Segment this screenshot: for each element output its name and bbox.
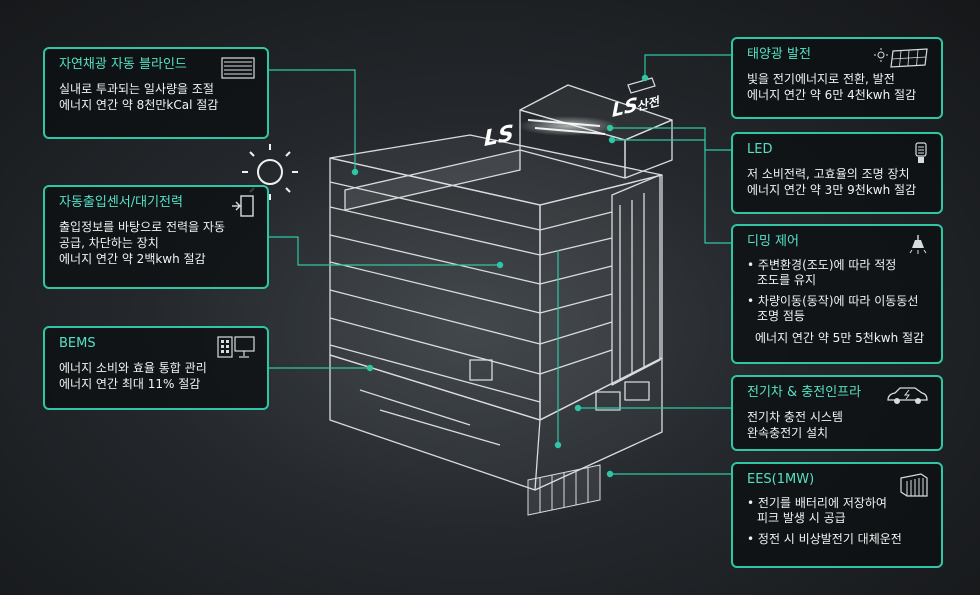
door-exit-icon <box>232 195 254 217</box>
card-title: 자연채광 자동 블라인드 <box>59 57 187 72</box>
logo-suffix: 산전 <box>637 94 660 114</box>
bullet-line: 전기를 배터리에 저장하여 <box>757 496 887 510</box>
card-line: 에너지 연간 최대 11% 절감 <box>59 377 201 391</box>
card-line: 완속충전기 설치 <box>747 426 829 440</box>
card-line: 에너지 연간 약 8천만kCal 절감 <box>59 98 219 112</box>
card-line: 실내로 투과되는 일사량을 조절 <box>59 82 214 96</box>
card-title: LED <box>747 142 773 157</box>
ceiling-lamp-icon <box>909 235 927 254</box>
card-line: 에너지 연간 약 3만 9천kwh 절감 <box>747 183 917 197</box>
blind-icon <box>221 57 255 79</box>
bullet-line: 조도를 유지 <box>757 273 817 287</box>
battery-rack-icon <box>900 473 928 497</box>
card-led: LED 저 소비전력, 고효율의 조명 장치 에너지 연간 약 3만 9천kwh… <box>731 132 943 214</box>
card-solar: 태양광 발전 빛을 전기에너지로 전환, 발전 에너지 연간 약 6만 4천kw… <box>731 37 943 119</box>
card-title: 태양광 발전 <box>747 47 811 62</box>
bullet-line: 정전 시 비상발전기 대체운전 <box>757 532 902 546</box>
card-line: 전기차 충전 시스템 <box>747 410 843 424</box>
card-line: 공급, 차단하는 장치 <box>59 236 159 250</box>
solar-panel-icon <box>874 48 928 68</box>
card-title: EES(1MW) <box>747 472 815 487</box>
building-wireframe <box>329 84 673 491</box>
card-auto-blind: 자연채광 자동 블라인드 실내로 투과되는 일사량을 조절 에너지 연간 약 8… <box>43 47 269 139</box>
card-line: 출입정보를 바탕으로 전력을 자동 <box>59 220 226 234</box>
card-line: 에너지 연간 약 6만 4천kwh 절감 <box>747 88 917 102</box>
card-auto-sensor: 자동출입센서/대기전력 출입정보를 바탕으로 전력을 자동 공급, 차단하는 장… <box>43 185 269 289</box>
card-line: 에너지 연간 약 5만 5천kwh 절감 <box>755 331 925 345</box>
card-line: 에너지 연간 약 2백kwh 절감 <box>59 252 206 266</box>
bullet-line: 피크 발생 시 공급 <box>757 511 846 525</box>
card-title: 전기차 & 충전인프라 <box>747 385 862 400</box>
control-panel-icon <box>217 336 255 358</box>
card-line: 저 소비전력, 고효율의 조명 장치 <box>747 167 910 181</box>
ees-battery-block <box>527 464 601 516</box>
card-title: 자동출입센서/대기전력 <box>59 195 183 210</box>
led-bulb-icon <box>915 142 927 163</box>
card-ev: 전기차 & 충전인프라 전기차 충전 시스템 완속충전기 설치 <box>731 375 943 451</box>
card-bems: BEMS 에너지 소비와 효율 통합 관리 에너지 연간 최대 11% 절감 <box>43 326 269 410</box>
electric-car-icon <box>887 387 928 404</box>
card-bullet: 정전 시 비상발전기 대체운전 <box>747 532 927 547</box>
bullet-line: 주변환경(조도)에 따라 적정 <box>757 258 897 272</box>
bullet-line: 조명 점등 <box>757 309 805 323</box>
bullet-line: 차량이동(동작)에 따라 이동동선 <box>757 294 919 308</box>
card-line: 에너지 소비와 효율 통합 관리 <box>59 361 207 375</box>
card-title: BEMS <box>59 336 96 351</box>
card-line: 빛을 전기에너지로 전환, 발전 <box>747 72 895 86</box>
card-title: 디밍 제어 <box>747 234 799 249</box>
